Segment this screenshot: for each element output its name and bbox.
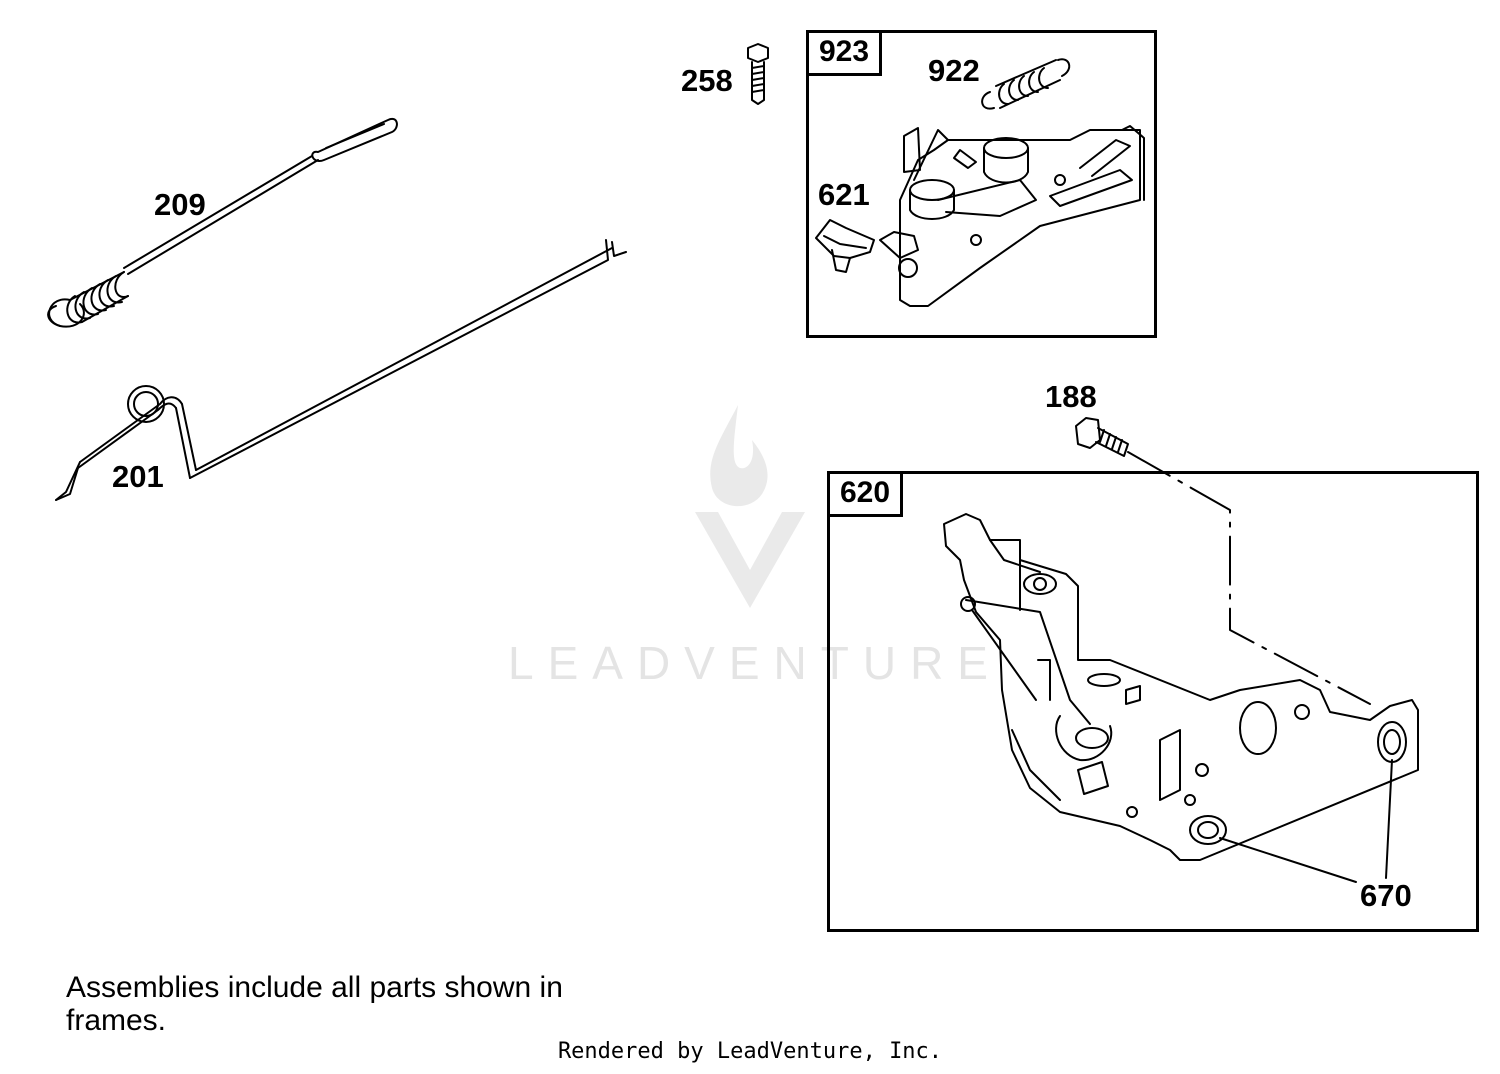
control-bracket-620-drawing — [943, 513, 1419, 861]
assembly-frame-923: 923 — [806, 30, 1157, 338]
part-label-201[interactable]: 201 — [112, 459, 164, 494]
frame-tag-923: 923 — [806, 30, 883, 76]
part-label-922[interactable]: 922 — [928, 53, 980, 88]
assemblies-note: Assemblies include all parts shown in fr… — [66, 971, 563, 1037]
part-label-188[interactable]: 188 — [1045, 379, 1097, 414]
governor-control-assembly-drawing — [898, 125, 1145, 307]
frame-tag-620: 620 — [827, 471, 904, 517]
rendered-by-footer: Rendered by LeadVenture, Inc. — [557, 1039, 943, 1064]
link-621-drawing — [815, 219, 919, 273]
part-label-621[interactable]: 621 — [818, 177, 870, 212]
bolt-188-drawing — [1075, 417, 1129, 457]
spring-209-drawing — [47, 117, 398, 328]
spring-922-drawing — [981, 58, 1071, 110]
screw-258-drawing — [747, 43, 769, 105]
part-label-209[interactable]: 209 — [154, 187, 206, 222]
rod-201-drawing — [55, 239, 627, 501]
part-label-258[interactable]: 258 — [681, 63, 733, 98]
assembly-frame-620: 620 — [827, 471, 1479, 932]
part-label-670[interactable]: 670 — [1360, 878, 1412, 913]
